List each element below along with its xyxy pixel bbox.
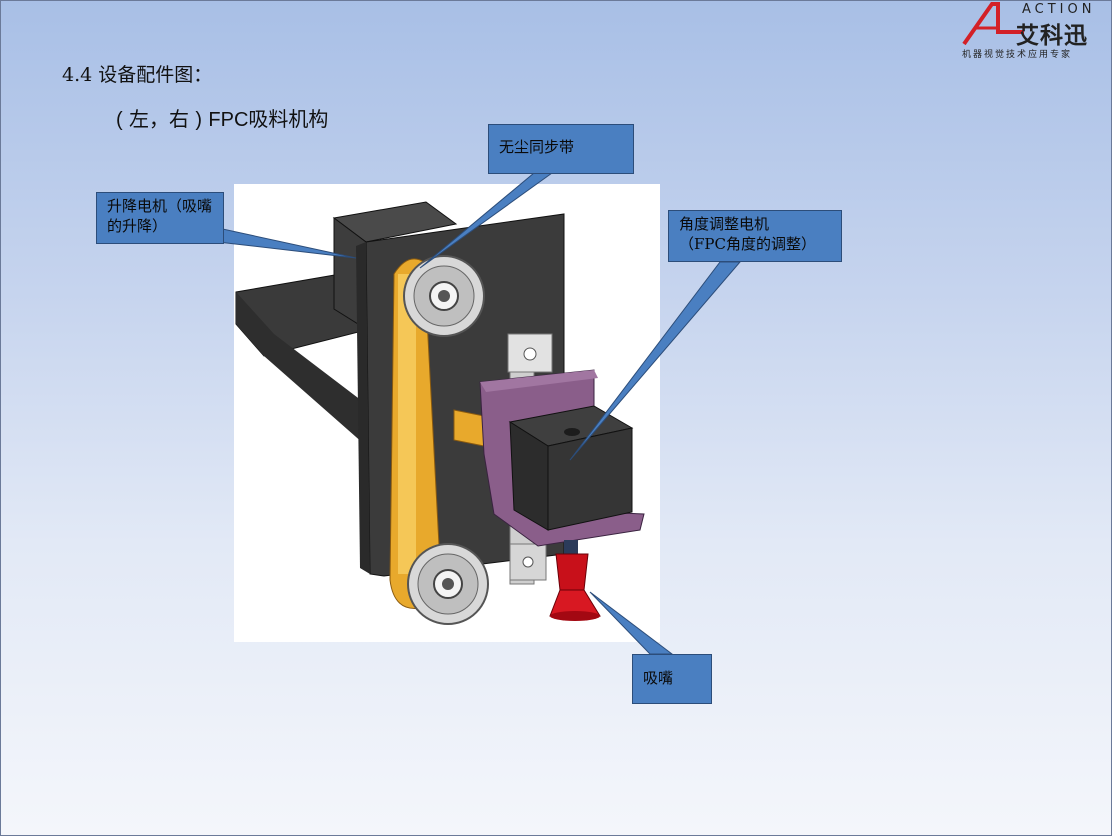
subheading-model: FPC — [208, 109, 249, 131]
brand-slogan: 机器视觉技术应用专家 — [962, 50, 1073, 60]
callout-angle-motor: 角度调整电机 （FPC角度的调整） — [668, 210, 842, 262]
callout-belt: 无尘同步带 — [488, 124, 634, 174]
pick-mechanism-drawing — [235, 201, 645, 625]
logo-mark-icon — [962, 2, 1024, 46]
section-subheading: ( 左，右 ) FPC吸料机构 — [116, 103, 328, 132]
subheading-name: 吸料机构 — [248, 107, 329, 131]
callout-nozzle: 吸嘴 — [632, 654, 712, 704]
paren-close: ) — [195, 109, 203, 131]
callout-lift-motor: 升降电机（吸嘴的升降） — [96, 192, 224, 244]
subheading-sides: 左，右 — [129, 107, 190, 131]
callout-angle-motor-line1: 角度调整电机 — [679, 215, 770, 233]
company-logo: ACTION 艾科迅 机器视觉技术应用专家 — [950, 2, 1108, 60]
paren-open: ( — [116, 109, 123, 131]
section-heading: 4.4 设备配件图： — [62, 64, 213, 86]
brand-name-cn: 艾科迅 — [1016, 22, 1088, 49]
callout-angle-motor-line2: （FPC角度的调整） — [679, 235, 816, 253]
mechanism-illustration — [234, 184, 660, 642]
brand-name-en: ACTION — [1022, 2, 1096, 17]
